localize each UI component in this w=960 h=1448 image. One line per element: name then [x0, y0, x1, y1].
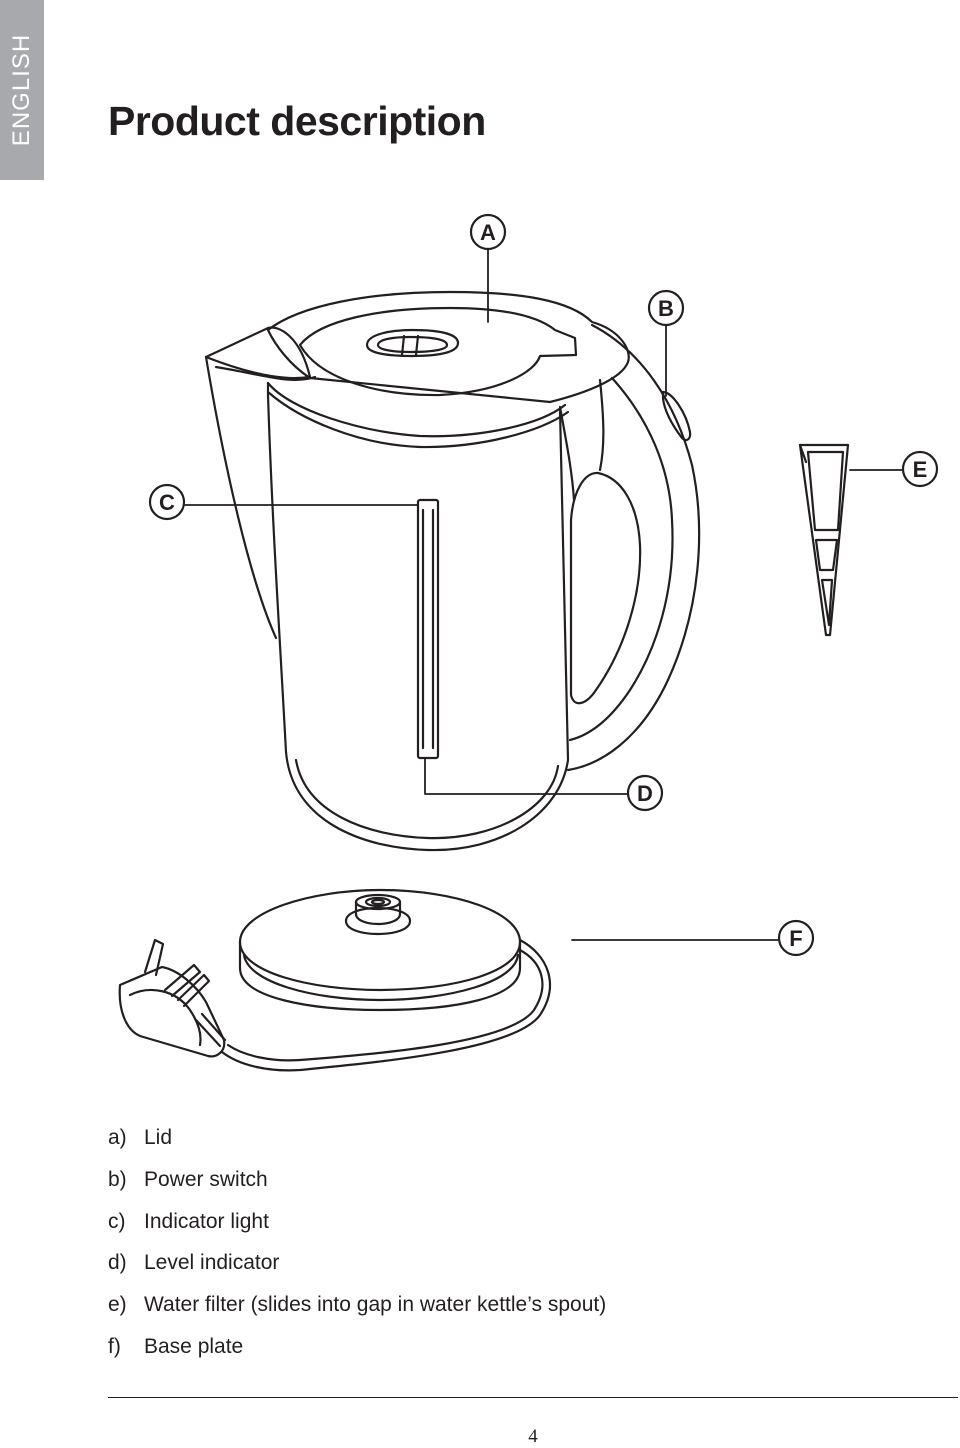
- part-name: Water filter (slides into gap in water k…: [144, 1293, 607, 1317]
- part-letter: b): [108, 1167, 127, 1191]
- kettle-lid: [298, 306, 578, 397]
- kettle-spout: [204, 326, 312, 380]
- water-filter: [798, 443, 850, 637]
- callout-f-label: F: [789, 926, 802, 951]
- kettle-handle-inner: [568, 376, 674, 742]
- part-name: Base plate: [144, 1334, 244, 1358]
- parts-list: a) Lid b) Power switch c) Indicator light d…: [108, 1122, 606, 1373]
- callout-d: D: [626, 774, 664, 812]
- parts-list-item: d) Level indicator: [108, 1247, 606, 1289]
- part-name: Level indicator: [144, 1251, 280, 1275]
- kettle-illustration: [204, 290, 701, 852]
- level-indicator-window: [416, 498, 440, 760]
- kettle-lid-outer: [266, 290, 630, 404]
- parts-list-item: b) Power switch: [108, 1164, 606, 1206]
- callout-b-label: B: [658, 296, 674, 321]
- water-filter-illustration: [798, 443, 850, 637]
- callout-e: E: [901, 450, 939, 488]
- kettle-diagram: A B C D E F: [118, 213, 939, 1072]
- kettle-lid-button: [365, 328, 460, 358]
- callout-b: B: [647, 289, 685, 327]
- footer-rule: [108, 1397, 958, 1398]
- part-letter: a): [108, 1126, 127, 1149]
- power-cord: [220, 938, 551, 1072]
- callout-c-label: C: [159, 490, 175, 515]
- leader-line-d: [424, 757, 629, 795]
- language-tab: ENGLISH: [0, 0, 44, 180]
- leader-lines: [184, 248, 903, 941]
- page-number: 4: [528, 1426, 538, 1447]
- kettle-grip: [569, 471, 642, 705]
- part-letter: d): [108, 1251, 127, 1275]
- callout-e-label: E: [913, 457, 928, 482]
- power-plug: [118, 965, 226, 1058]
- power-switch: [661, 390, 692, 442]
- part-letter: f): [108, 1334, 121, 1358]
- kettle-handle-outer: [566, 323, 701, 772]
- parts-list-item: f) Base plate: [108, 1331, 606, 1373]
- kettle-body: [266, 381, 288, 754]
- base-connector: [344, 906, 412, 936]
- kettle-body-rim: [266, 381, 567, 438]
- base-plate: [238, 888, 522, 1012]
- callout-a-label: A: [480, 220, 496, 245]
- part-name: Power switch: [144, 1167, 268, 1191]
- parts-list-item: c) Indicator light: [108, 1206, 606, 1248]
- callout-f: F: [777, 919, 815, 957]
- part-letter: c): [108, 1209, 126, 1233]
- part-name: Lid: [144, 1126, 173, 1149]
- part-letter: e): [108, 1293, 127, 1317]
- part-name: Indicator light: [144, 1209, 269, 1233]
- parts-list-item: e) Water filter (slides into gap in water…: [108, 1289, 606, 1331]
- page-title: Product description: [108, 98, 486, 144]
- callout-c: C: [148, 483, 186, 521]
- callout-d-label: D: [637, 781, 653, 806]
- parts-list-item: a) Lid: [108, 1122, 606, 1164]
- base-plate-illustration: [118, 888, 551, 1072]
- callout-a: A: [469, 213, 507, 251]
- language-tab-label: ENGLISH: [8, 33, 35, 147]
